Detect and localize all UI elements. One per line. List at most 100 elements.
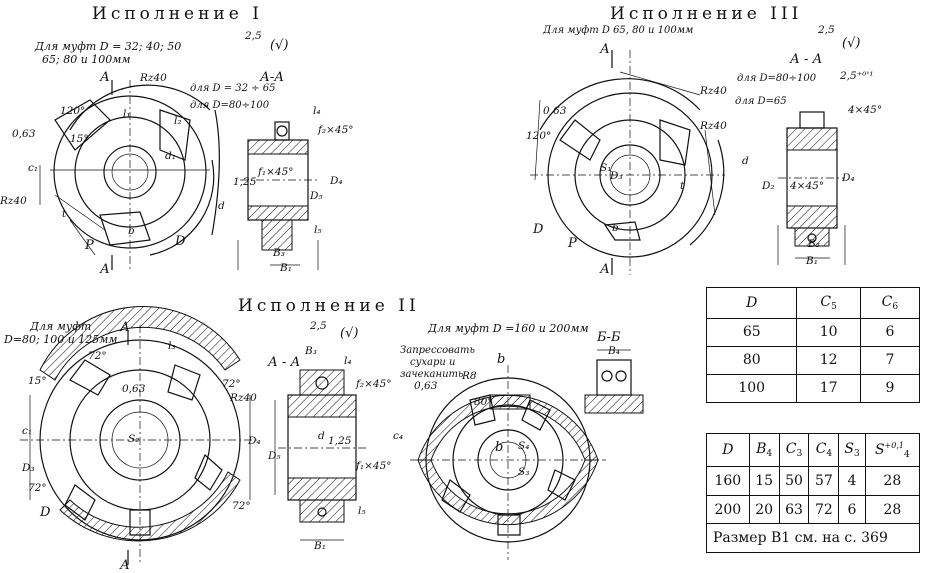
label-l2-v1: l₂ <box>174 115 182 127</box>
label-aa-v2: А - А <box>268 355 301 370</box>
label-a-bottom-v3: А <box>600 262 610 277</box>
label-rz40-v1b: Rz40 <box>0 195 27 207</box>
label-s3-v2: S₃ <box>518 466 530 478</box>
label-aa-v1: А-А <box>260 70 285 85</box>
table2-footer-row: Размер B1 см. на с. 369 <box>706 523 920 553</box>
note-dla-d32: для D = 32 ÷ 65 <box>190 83 276 94</box>
table2-cell: 50 <box>778 466 810 496</box>
v1-section-aa <box>237 121 319 270</box>
label-f2-v1: f₂×45° <box>318 124 354 136</box>
label-d4-v3: D₄ <box>842 172 855 184</box>
label-f1-v2: f₁×45° <box>356 460 392 472</box>
label-l3-v2: l₃ <box>168 340 176 352</box>
table1-row: 80 12 7 <box>705 345 921 375</box>
label-b1-v2: B₁ <box>314 540 326 552</box>
table2-header-row: D B4 C3 C4 S3 S+0,14 <box>706 432 921 468</box>
note-dla-d80b: для D=80÷100 <box>737 73 817 84</box>
table1-cell: 12 <box>796 345 861 375</box>
label-45b-v3: 4×45° <box>790 180 825 192</box>
label-063-v1: 0,63 <box>12 128 36 140</box>
label-a-top-v1: А <box>100 70 110 85</box>
label-b4-v2: B₄ <box>608 345 620 357</box>
label-d-v1: d <box>218 200 225 212</box>
table2-header-s4: S+0,14 <box>864 432 921 468</box>
label-b-v1: b <box>128 225 135 237</box>
v2-section-aa <box>274 369 366 541</box>
table1-cell: 80 <box>705 345 798 375</box>
label-check-v1: (√) <box>270 38 289 53</box>
label-rz40-v2: Rz40 <box>230 392 257 404</box>
label-120-v1: 120° <box>60 105 86 117</box>
label-c1-v1: c₁ <box>28 162 39 174</box>
label-a-bottom-v1: А <box>100 262 110 277</box>
label-d-cap-v3: D <box>533 222 544 237</box>
label-063-v3: 0,63 <box>543 105 567 117</box>
label-15-v2: 15° <box>28 375 47 387</box>
label-s2-v2: S₂ <box>128 433 140 445</box>
table2-header-s3: S3 <box>838 432 866 468</box>
label-b3-v1: B₃ <box>273 247 285 259</box>
note-v3: Для муфт D 65, 80 и 100мм <box>543 25 694 36</box>
label-s4-v2: S₄ <box>518 440 530 452</box>
label-125-v1: 1,25 <box>233 176 257 188</box>
label-063-v2: 0,63 <box>122 383 146 395</box>
title-variant-3: Исполнение III <box>610 4 803 24</box>
table1-cell: 6 <box>859 317 921 347</box>
label-l5-v2: l₅ <box>358 505 366 517</box>
label-b1-v1: B₁ <box>280 262 292 274</box>
label-72-v2b: 72° <box>222 378 241 390</box>
label-roughness-v1: 2,5 <box>245 30 262 42</box>
label-d5-v2: D₅ <box>268 450 281 462</box>
label-l1-v1: l₁ <box>123 108 131 120</box>
label-check-v3: (√) <box>842 36 861 51</box>
note-press-2: сухари и <box>410 357 456 368</box>
title-variant-2: Исполнение II <box>238 296 420 316</box>
table1-header-d: D <box>705 287 798 319</box>
v2-right-view <box>410 365 606 560</box>
label-p-v3: P <box>568 236 577 251</box>
note-v1-line1: Для муфт D = 32; 40; 50 <box>35 40 182 53</box>
table1-row: 100 17 9 <box>705 373 921 404</box>
table2-cell: 72 <box>808 494 840 525</box>
label-p-v1: P <box>85 238 94 253</box>
note-press-3: зачеканить <box>400 369 464 380</box>
table2-cell: 63 <box>778 494 810 525</box>
label-d-v2: d <box>318 430 325 442</box>
table2-header-c4: C4 <box>808 432 840 468</box>
label-t-v3: t <box>680 180 685 192</box>
s4-tolerance: +0,1 <box>884 440 904 450</box>
table2-cell: 4 <box>838 466 866 496</box>
table2-cell: 160 <box>706 466 750 496</box>
label-b3-v2: B₃ <box>305 345 317 357</box>
label-72-v2a: 72° <box>88 350 107 362</box>
label-d3-v3: D₃ <box>610 170 623 182</box>
label-s1-v3: S₁ <box>600 162 612 174</box>
label-b1-v3: B₁ <box>806 255 818 267</box>
label-check-v2: (√) <box>340 326 359 341</box>
note-v1-line2: 65; 80 и 100мм <box>42 53 131 66</box>
label-roughness-v3: 2,5 <box>818 24 835 36</box>
label-rz40-v1: Rz40 <box>140 72 167 84</box>
label-d4-v2: D₄ <box>248 435 261 447</box>
label-roughness-v2: 2,5 <box>310 320 327 332</box>
label-45-v3: 4×45° <box>848 104 883 116</box>
note-press-1: Запрессовать <box>400 345 475 356</box>
label-120-v3: 120° <box>526 130 552 142</box>
label-d-cap-v1: D <box>175 234 186 249</box>
table2-cell: 15 <box>748 466 780 496</box>
note-v2-left2: D=80; 100 и 125мм <box>4 333 118 346</box>
table2-row: 200 20 63 72 6 28 <box>706 494 921 525</box>
label-d2-v3: D₂ <box>762 180 775 192</box>
table1-cell: 10 <box>796 317 861 347</box>
v1-main-view <box>39 80 220 270</box>
table-c5-c6: D C5 C6 65 10 6 80 12 7 100 17 9 <box>705 287 921 404</box>
label-d1-v1: d₁ <box>165 150 176 162</box>
table2-cell: 200 <box>706 494 750 525</box>
table2-header-b4: B4 <box>748 432 780 468</box>
label-125-v2: 1,25 <box>328 435 352 447</box>
label-l4-v1: l₄ <box>313 105 321 117</box>
label-l5-v1: l₅ <box>314 224 322 236</box>
table1-header-c6: C6 <box>859 287 921 319</box>
